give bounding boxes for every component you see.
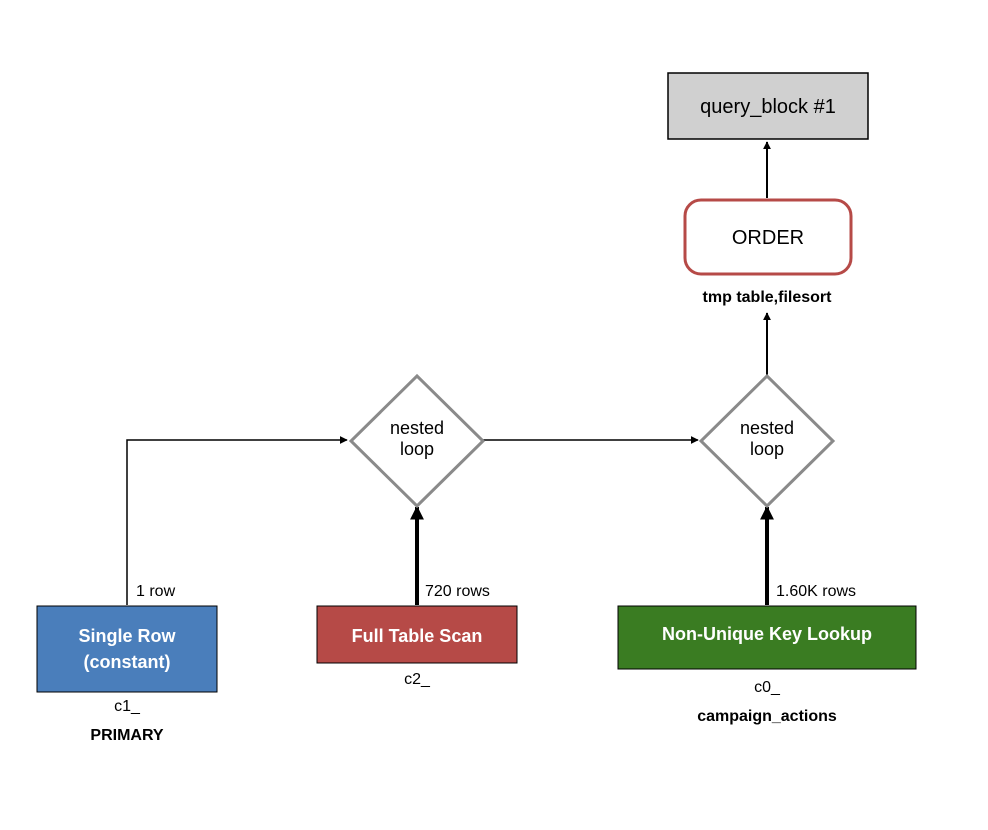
table-c2-alias: c2_ xyxy=(404,671,431,688)
nested-loop-1-node[interactable]: nested loop xyxy=(348,373,486,509)
table-c0-access-line1: Non-Unique Key Lookup xyxy=(662,624,872,644)
query-block-label: query_block #1 xyxy=(700,96,836,118)
table-c0-node[interactable]: Non-Unique Key Lookup xyxy=(617,605,917,670)
edge-c1-to-nested-loop-1 xyxy=(126,436,348,605)
table-c1-key: PRIMARY xyxy=(90,727,164,744)
nested-loop-1-line2: loop xyxy=(400,439,434,459)
table-c0-key: campaign_actions xyxy=(697,708,837,725)
edges xyxy=(126,141,774,605)
order-label: ORDER xyxy=(732,227,804,249)
nested-loop-1-line1: nested xyxy=(390,418,444,438)
nested-loop-2-node[interactable]: nested loop xyxy=(698,373,836,509)
table-c1-access-line2: (constant) xyxy=(84,652,171,672)
table-c1-rows: 1 row xyxy=(136,583,176,600)
table-c2-access-line1: Full Table Scan xyxy=(352,626,483,646)
order-node[interactable]: ORDER xyxy=(683,198,853,276)
order-note: tmp table,filesort xyxy=(703,289,833,306)
table-c0-rows: 1.60K rows xyxy=(776,583,856,600)
table-c2-rows: 720 rows xyxy=(425,583,490,600)
table-c1-access-line1: Single Row xyxy=(78,626,176,646)
nested-loop-2-line2: loop xyxy=(750,439,784,459)
query-block-node[interactable]: query_block #1 xyxy=(667,72,869,140)
nested-loop-2-line1: nested xyxy=(740,418,794,438)
table-c2-node[interactable]: Full Table Scan xyxy=(316,605,518,664)
table-c0-alias: c0_ xyxy=(754,679,781,696)
table-c1-alias: c1_ xyxy=(114,698,141,715)
table-c1-node[interactable]: Single Row (constant) xyxy=(36,605,218,693)
